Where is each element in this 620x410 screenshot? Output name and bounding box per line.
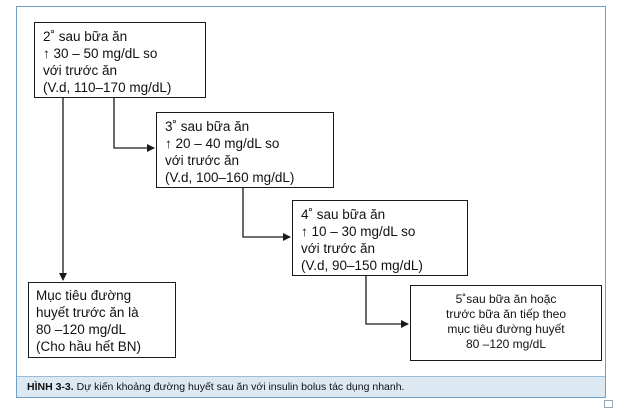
box-4h-line-3: với trước ăn bbox=[301, 241, 376, 256]
box-5h-line-2: trước bữa ăn tiếp theo bbox=[446, 307, 566, 321]
box-5h-line-4: 80 –120 mg/dL bbox=[465, 337, 547, 351]
box-premeal-target: Mục tiêu đường huyết trước ăn là 80 –120… bbox=[28, 282, 176, 358]
box-2h-line-3: với trước ăn bbox=[43, 63, 118, 78]
box-2h-line-2: ↑ 30 – 50 mg/dL so bbox=[43, 46, 158, 61]
box-4h-line-1: 4˚ sau bữa ăn bbox=[301, 207, 386, 222]
caption-text: Dự kiến khoảng đường huyết sau ăn với in… bbox=[73, 381, 405, 393]
box-5h-after-meal: 5˚sau bữa ăn hoặc trước bữa ăn tiếp theo… bbox=[410, 285, 602, 361]
box-2h-line-4: (V.d, 110–170 mg/dL) bbox=[43, 80, 172, 95]
box-3h-line-3: với trước ăn bbox=[165, 153, 240, 168]
box-3h-after-meal: 3˚ sau bữa ăn ↑ 20 – 40 mg/dL so với trư… bbox=[156, 112, 334, 188]
figure-caption: HÌNH 3-3. Dự kiến khoảng đường huyết sau… bbox=[17, 376, 605, 397]
box-2h-after-meal: 2˚ sau bữa ăn ↑ 30 – 50 mg/dL so với trư… bbox=[34, 22, 206, 98]
box-3h-line-2: ↑ 20 – 40 mg/dL so bbox=[165, 136, 280, 151]
box-4h-after-meal: 4˚ sau bữa ăn ↑ 10 – 30 mg/dL so với trư… bbox=[292, 200, 468, 276]
caption-label: HÌNH 3-3. bbox=[27, 381, 74, 393]
box-5h-line-3: mục tiêu đường huyết bbox=[447, 322, 565, 336]
box-target-line-3: 80 –120 mg/dL bbox=[36, 322, 127, 337]
box-target-line-2: huyết trước ăn là bbox=[36, 305, 139, 320]
corner-mark bbox=[604, 400, 613, 408]
box-3h-line-1: 3˚ sau bữa ăn bbox=[165, 119, 250, 134]
box-2h-line-1: 2˚ sau bữa ăn bbox=[43, 29, 128, 44]
box-5h-line-1: 5˚sau bữa ăn hoặc bbox=[455, 292, 557, 306]
box-4h-line-2: ↑ 10 – 30 mg/dL so bbox=[301, 224, 416, 239]
box-4h-line-4: (V.d, 90–150 mg/dL) bbox=[301, 258, 423, 273]
box-target-line-1: Mục tiêu đường bbox=[36, 288, 132, 303]
box-target-line-4: (Cho hầu hết BN) bbox=[36, 339, 142, 354]
box-3h-line-4: (V.d, 100–160 mg/dL) bbox=[165, 170, 295, 185]
